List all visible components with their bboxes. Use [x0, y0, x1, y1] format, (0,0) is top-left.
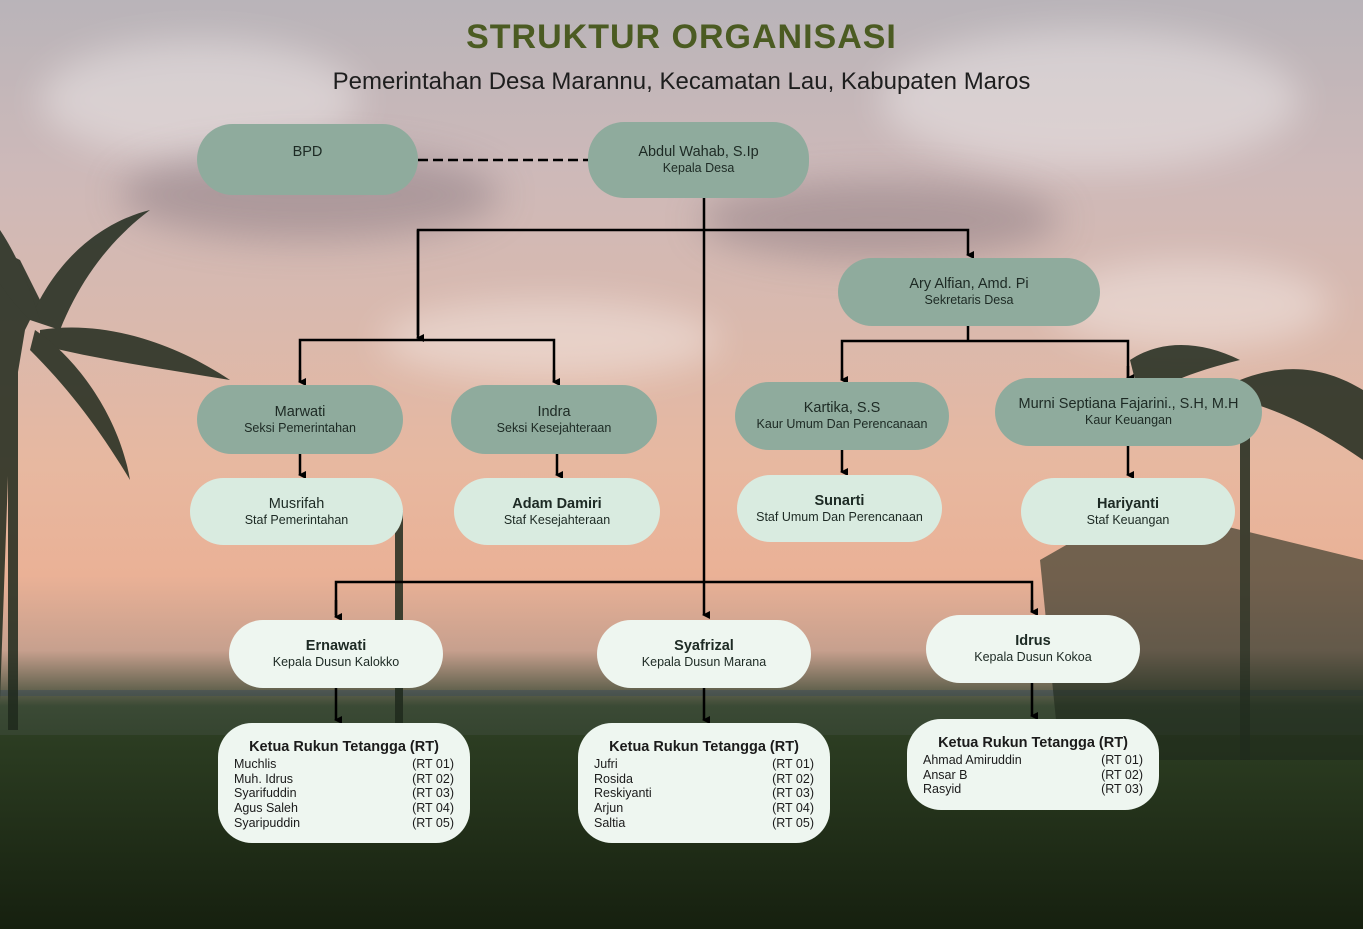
rt-list-marana: Ketua Rukun Tetangga (RT) Jufri (RT 01) R… — [578, 723, 830, 843]
rt-name: Ahmad Amiruddin — [923, 753, 1022, 767]
node-role: Kaur Keuangan — [1085, 413, 1172, 427]
node-role: Staf Keuangan — [1086, 512, 1170, 527]
node-role: Kepala Dusun Marana — [641, 655, 767, 669]
node-name: Syafrizal — [674, 638, 734, 654]
node-role: Seksi Pemerintahan — [244, 420, 356, 435]
node-name: Musrifah — [268, 495, 325, 512]
node-kepala-desa: Abdul Wahab, S.Ip Kepala Desa — [588, 122, 809, 198]
node-role: Kaur Umum Dan Perencanaan — [756, 417, 928, 431]
node-seksi-kesejahteraan: Indra Seksi Kesejahteraan — [451, 385, 657, 454]
rt-row: Arjun (RT 04) — [592, 801, 816, 816]
node-name: Marwati — [274, 403, 326, 420]
chart-title: STRUKTUR ORGANISASI — [466, 18, 897, 56]
rt-list-kokoa: Ketua Rukun Tetangga (RT) Ahmad Amiruddi… — [907, 719, 1159, 810]
rt-name: Muchlis — [234, 757, 277, 771]
rt-row: Ansar B (RT 02) — [921, 768, 1145, 783]
node-name: Adam Damiri — [512, 495, 602, 512]
node-name: Kartika, S.S — [803, 400, 881, 416]
node-role: Staf Kesejahteraan — [503, 512, 611, 527]
rt-name: Reskiyanti — [594, 786, 652, 801]
node-name: Indra — [537, 403, 571, 420]
node-dusun-kalokko: Ernawati Kepala Dusun Kalokko — [229, 620, 443, 688]
node-dusun-marana: Syafrizal Kepala Dusun Marana — [597, 620, 811, 688]
rt-row: Rosida (RT 02) — [592, 772, 816, 787]
node-staf-umum: Sunarti Staf Umum Dan Perencanaan — [737, 475, 942, 542]
node-name: BPD — [292, 144, 323, 160]
branch-line-kaur-split — [840, 339, 1130, 380]
node-name: Ary Alfian, Amd. Pi — [909, 276, 1029, 292]
rt-row: Muh. Idrus (RT 02) — [232, 772, 456, 787]
node-role: Kepala Dusun Kalokko — [272, 655, 400, 669]
node-role: Kepala Desa — [662, 161, 735, 175]
rt-row: Muchlis (RT 01) — [232, 757, 456, 772]
node-staf-pemerintahan: Musrifah Staf Pemerintahan — [190, 478, 403, 545]
rt-name: Saltia — [594, 815, 626, 830]
node-role: Staf Umum Dan Perencanaan — [756, 509, 923, 524]
node-name: Murni Septiana Fajarini., S.H, M.H — [1018, 396, 1239, 412]
node-name: Abdul Wahab, S.Ip — [638, 144, 759, 160]
rt-number: (RT 01) — [1101, 753, 1143, 767]
rt-number: (RT 02) — [1101, 767, 1143, 782]
node-name: Sunarti — [814, 492, 865, 509]
node-kaur-keuangan: Murni Septiana Fajarini., S.H, M.H Kaur … — [995, 378, 1262, 446]
rt-list-heading: Ketua Rukun Tetangga (RT) — [609, 739, 799, 755]
rt-list-heading: Ketua Rukun Tetangga (RT) — [938, 735, 1128, 751]
rt-row: Jufri (RT 01) — [592, 757, 816, 772]
node-sekretaris-desa: Ary Alfian, Amd. Pi Sekretaris Desa — [838, 258, 1100, 326]
rt-name: Rosida — [594, 771, 633, 786]
rt-name: Rasyid — [923, 782, 962, 797]
rt-name: Jufri — [594, 757, 618, 771]
rt-row: Reskiyanti (RT 03) — [592, 786, 816, 801]
node-role: Seksi Kesejahteraan — [496, 420, 612, 435]
rt-name: Muh. Idrus — [234, 771, 294, 786]
rt-number: (RT 04) — [772, 801, 814, 816]
rt-row: Agus Saleh (RT 04) — [232, 801, 456, 816]
node-role: Staf Pemerintahan — [244, 512, 349, 527]
rt-row: Syaripuddin (RT 05) — [232, 816, 456, 831]
rt-name: Arjun — [594, 801, 624, 816]
rt-row: Ahmad Amiruddin (RT 01) — [921, 753, 1145, 768]
rt-number: (RT 01) — [772, 757, 814, 771]
rt-name: Ansar B — [923, 767, 968, 782]
rt-name: Syarifuddin — [234, 786, 297, 801]
node-role: Kepala Dusun Kokoa — [974, 650, 1092, 664]
node-name: Idrus — [1015, 633, 1051, 649]
rt-name: Agus Saleh — [234, 801, 298, 816]
rt-list-heading: Ketua Rukun Tetangga (RT) — [249, 739, 439, 755]
rt-number: (RT 05) — [772, 815, 814, 830]
rt-row: Rasyid (RT 03) — [921, 782, 1145, 797]
node-dusun-kokoa: Idrus Kepala Dusun Kokoa — [926, 615, 1140, 683]
rt-number: (RT 03) — [772, 786, 814, 801]
branch-line-dusun — [334, 580, 1034, 615]
rt-number: (RT 02) — [772, 771, 814, 786]
rt-number: (RT 04) — [412, 801, 454, 816]
node-bpd: BPD — [197, 124, 418, 195]
rt-number: (RT 02) — [412, 771, 454, 786]
rt-number: (RT 03) — [412, 786, 454, 801]
rt-number: (RT 01) — [412, 757, 454, 771]
rt-list-kalokko: Ketua Rukun Tetangga (RT) Muchlis (RT 01)… — [218, 723, 470, 843]
chart-subtitle: Pemerintahan Desa Marannu, Kecamatan Lau… — [332, 68, 1031, 95]
node-role: Sekretaris Desa — [924, 293, 1014, 307]
rt-row: Syarifuddin (RT 03) — [232, 786, 456, 801]
node-kaur-umum: Kartika, S.S Kaur Umum Dan Perencanaan — [735, 382, 949, 450]
rt-number: (RT 03) — [1101, 782, 1143, 797]
node-staf-keuangan: Hariyanti Staf Keuangan — [1021, 478, 1235, 545]
node-staf-kesejahteraan: Adam Damiri Staf Kesejahteraan — [454, 478, 660, 545]
node-name: Hariyanti — [1096, 495, 1160, 512]
branch-line-seksi-split — [298, 338, 556, 382]
node-seksi-pemerintahan: Marwati Seksi Pemerintahan — [197, 385, 403, 454]
node-name: Ernawati — [305, 638, 367, 654]
rt-number: (RT 05) — [412, 815, 454, 830]
rt-row: Saltia (RT 05) — [592, 816, 816, 831]
rt-name: Syaripuddin — [234, 815, 301, 830]
